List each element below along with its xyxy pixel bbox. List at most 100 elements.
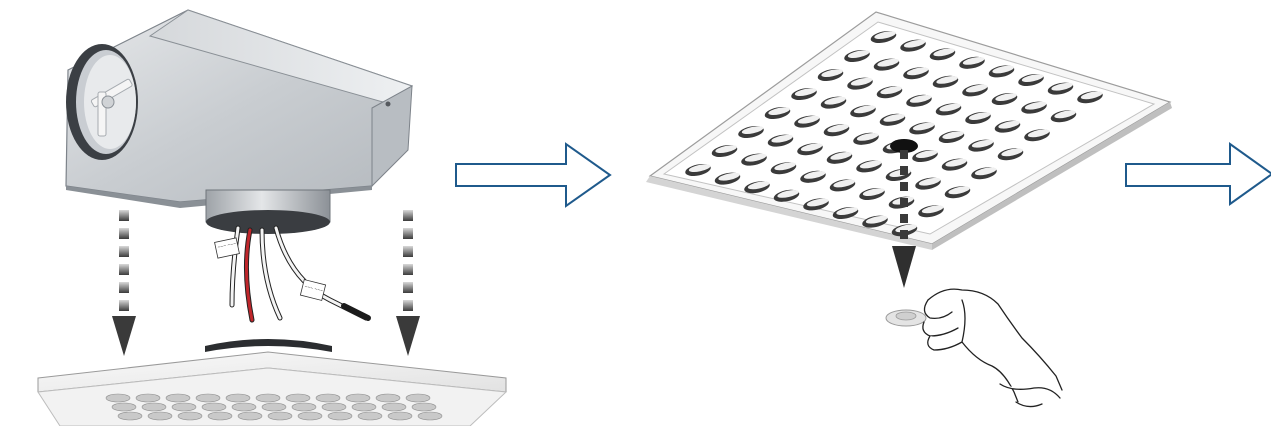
diffuser-slot-lip bbox=[942, 131, 964, 139]
process-flow-arrow bbox=[1125, 142, 1271, 206]
svg-text:~~~ ~~~: ~~~ ~~~ bbox=[304, 284, 324, 294]
diffuser-slot-lip bbox=[777, 190, 799, 198]
wire-label-tag: ~~~ ~~~ bbox=[299, 279, 327, 301]
diffuser-slot bbox=[297, 411, 323, 421]
diffuser-slot-lip bbox=[921, 205, 944, 214]
diffuser-slot-lip bbox=[918, 177, 941, 186]
diffuser-slot-lip bbox=[995, 93, 1017, 101]
diffuser-slot bbox=[111, 402, 137, 412]
diffuser-slot-lip bbox=[865, 215, 888, 224]
diffuser-slot bbox=[291, 402, 317, 412]
diffuser-slot-lip bbox=[1051, 82, 1073, 91]
diffuser-slot-lip bbox=[874, 31, 896, 39]
diffuser-slot-lip bbox=[939, 103, 961, 112]
diffuser-slot bbox=[267, 411, 293, 421]
diffuser-slot bbox=[405, 393, 431, 403]
diffuser-slot bbox=[237, 411, 263, 421]
diffuser-slot bbox=[417, 411, 443, 421]
diffuser-slot bbox=[261, 402, 287, 412]
diffuser-slot-lip bbox=[903, 39, 926, 48]
diffuser-slot bbox=[357, 411, 383, 421]
diffuser-slot bbox=[135, 393, 161, 403]
plenum-box bbox=[65, 9, 414, 234]
fastener-drop-arrow bbox=[892, 150, 916, 288]
diffuser-slot-lip bbox=[862, 188, 885, 196]
diffuser-slot-lip bbox=[1027, 129, 1050, 138]
diffuser-slot bbox=[387, 411, 413, 421]
diffuser-slot-lip bbox=[688, 164, 711, 172]
center-hole bbox=[890, 139, 918, 153]
diffuser-slot-lip bbox=[877, 58, 899, 67]
diffuser-slot bbox=[141, 402, 167, 412]
diffuser-slot-lip bbox=[744, 153, 767, 162]
diffuser-slot-lip bbox=[821, 69, 843, 77]
diffuser-slot bbox=[195, 393, 221, 403]
diffuser-slot-lip bbox=[1024, 101, 1047, 110]
diffuser-slot bbox=[225, 393, 251, 403]
diffuser-slot bbox=[105, 393, 131, 403]
step-1-plenum-mounting: ~~~ ~~~ ~~~ ~~~ bbox=[37, 9, 508, 426]
diffuser-slot bbox=[201, 402, 227, 412]
diffuser-slot bbox=[255, 393, 281, 403]
diffuser-slot bbox=[375, 393, 401, 403]
diffuser-slot-lip bbox=[794, 88, 817, 96]
diffuser-slot-lip bbox=[806, 198, 829, 207]
diffuser-slot bbox=[315, 393, 341, 403]
diffuser-slot-lip bbox=[718, 172, 740, 181]
diffuser-slot-lip bbox=[945, 158, 967, 167]
diffuser-slot-lip bbox=[768, 107, 790, 115]
fastener-clip-icon bbox=[885, 309, 927, 327]
diffuser-slot-lip bbox=[974, 167, 997, 176]
screw-icon bbox=[385, 101, 391, 107]
diffuser-slot bbox=[177, 411, 203, 421]
diffuser-slot bbox=[345, 393, 371, 403]
diffuser-slot-lip bbox=[936, 76, 958, 84]
diffuser-slot-lip bbox=[948, 186, 970, 195]
diffuser-slot-lip bbox=[715, 145, 737, 153]
drop-arrow-right bbox=[396, 210, 420, 356]
diffuser-slot-lip bbox=[774, 162, 796, 171]
diffuser-slot-lip bbox=[747, 181, 770, 190]
svg-text:~~~ ~~~: ~~~ ~~~ bbox=[217, 241, 237, 251]
diffuser-slot-lip bbox=[1080, 91, 1103, 100]
diffuser-slot-lip bbox=[853, 105, 876, 114]
diffuser-slot bbox=[327, 411, 353, 421]
diffuser-slot-lip bbox=[797, 115, 820, 124]
diffuser-slot bbox=[381, 402, 407, 412]
diffuser-slot-lip bbox=[992, 65, 1014, 74]
diffuser-slot-lip bbox=[912, 122, 935, 131]
diffuser-slot-lip bbox=[883, 114, 905, 122]
diffuser-slot-lip bbox=[915, 150, 938, 158]
diffuser-slot-lip bbox=[1021, 74, 1044, 82]
diffuser-slot-lip bbox=[1054, 110, 1076, 119]
diffuser-slot-lip bbox=[856, 133, 879, 141]
diffuser-slot-lip bbox=[968, 112, 991, 120]
diffuser-slot bbox=[207, 411, 233, 421]
diffuser-slot-lip bbox=[833, 179, 855, 188]
diffuser-slot-lip bbox=[998, 120, 1020, 129]
diffuser-slot-lip bbox=[830, 152, 852, 160]
diffuser-slot bbox=[351, 402, 377, 412]
diffuser-slot-lip bbox=[827, 124, 849, 133]
diffuser-slot-lip bbox=[741, 126, 764, 134]
wire-label-tag: ~~~ ~~~ bbox=[214, 237, 240, 259]
diffuser-slot-lip bbox=[824, 96, 846, 105]
diffuser-slot-lip bbox=[906, 67, 929, 76]
hand-icon bbox=[922, 288, 1063, 408]
diffuser-slot-lip bbox=[962, 57, 985, 65]
diffuser-slot-lip bbox=[933, 48, 955, 57]
diffuser-slot-lip bbox=[1001, 148, 1023, 157]
process-flow-arrow bbox=[455, 142, 612, 208]
inlet-damper bbox=[66, 44, 138, 160]
diffuser-slot-lip bbox=[880, 86, 902, 95]
diffuser-slot bbox=[231, 402, 257, 412]
drop-arrow-left bbox=[112, 210, 136, 356]
diffuser-slot-lip bbox=[771, 134, 793, 143]
diffuser-slot-lip bbox=[836, 207, 858, 215]
diffuser-slot bbox=[147, 411, 173, 421]
diffuser-slot bbox=[285, 393, 311, 403]
diffuser-slot bbox=[171, 402, 197, 412]
diffuser-slot-lip bbox=[965, 84, 988, 93]
diffuser-slot-lip bbox=[909, 95, 932, 103]
